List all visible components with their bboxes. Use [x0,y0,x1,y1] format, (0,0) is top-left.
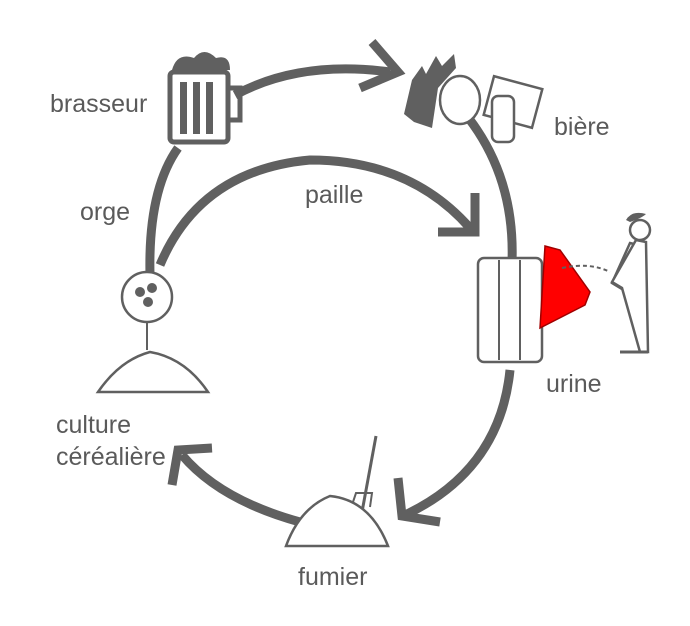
label-orge: orge [80,198,130,226]
label-culture: culture [56,411,131,439]
hay-bale-icon [476,256,544,364]
label-cerealiere: céréalière [56,443,166,471]
arc-culture-to-brasseur [145,145,182,276]
label-paille: paille [305,181,363,209]
arrow-head-biere [358,39,406,93]
arrow-head-culture [167,443,213,486]
drinking-person-icon [404,54,544,144]
label-urine: urine [546,370,602,398]
hops-plant-icon [120,270,174,350]
soil-pile-icon [95,350,211,394]
label-brasseur: brasseur [50,90,147,118]
red-urinal-icon [539,245,591,330]
arc-biere-to-urine [466,117,517,263]
arrow-head-fumier [393,477,441,527]
arc-fumier-to-culture [178,452,302,527]
arc-brasseur-to-biere [232,64,391,99]
label-biere: bière [554,113,610,141]
manure-pile-pitchfork-icon [284,435,390,548]
arc-urine-to-fumier [403,369,515,520]
arc-paille [155,155,474,267]
arrow-head-paille [438,193,480,237]
standing-man-icon [561,212,652,354]
beer-mug-icon [167,52,243,145]
label-fumier: fumier [298,563,367,591]
